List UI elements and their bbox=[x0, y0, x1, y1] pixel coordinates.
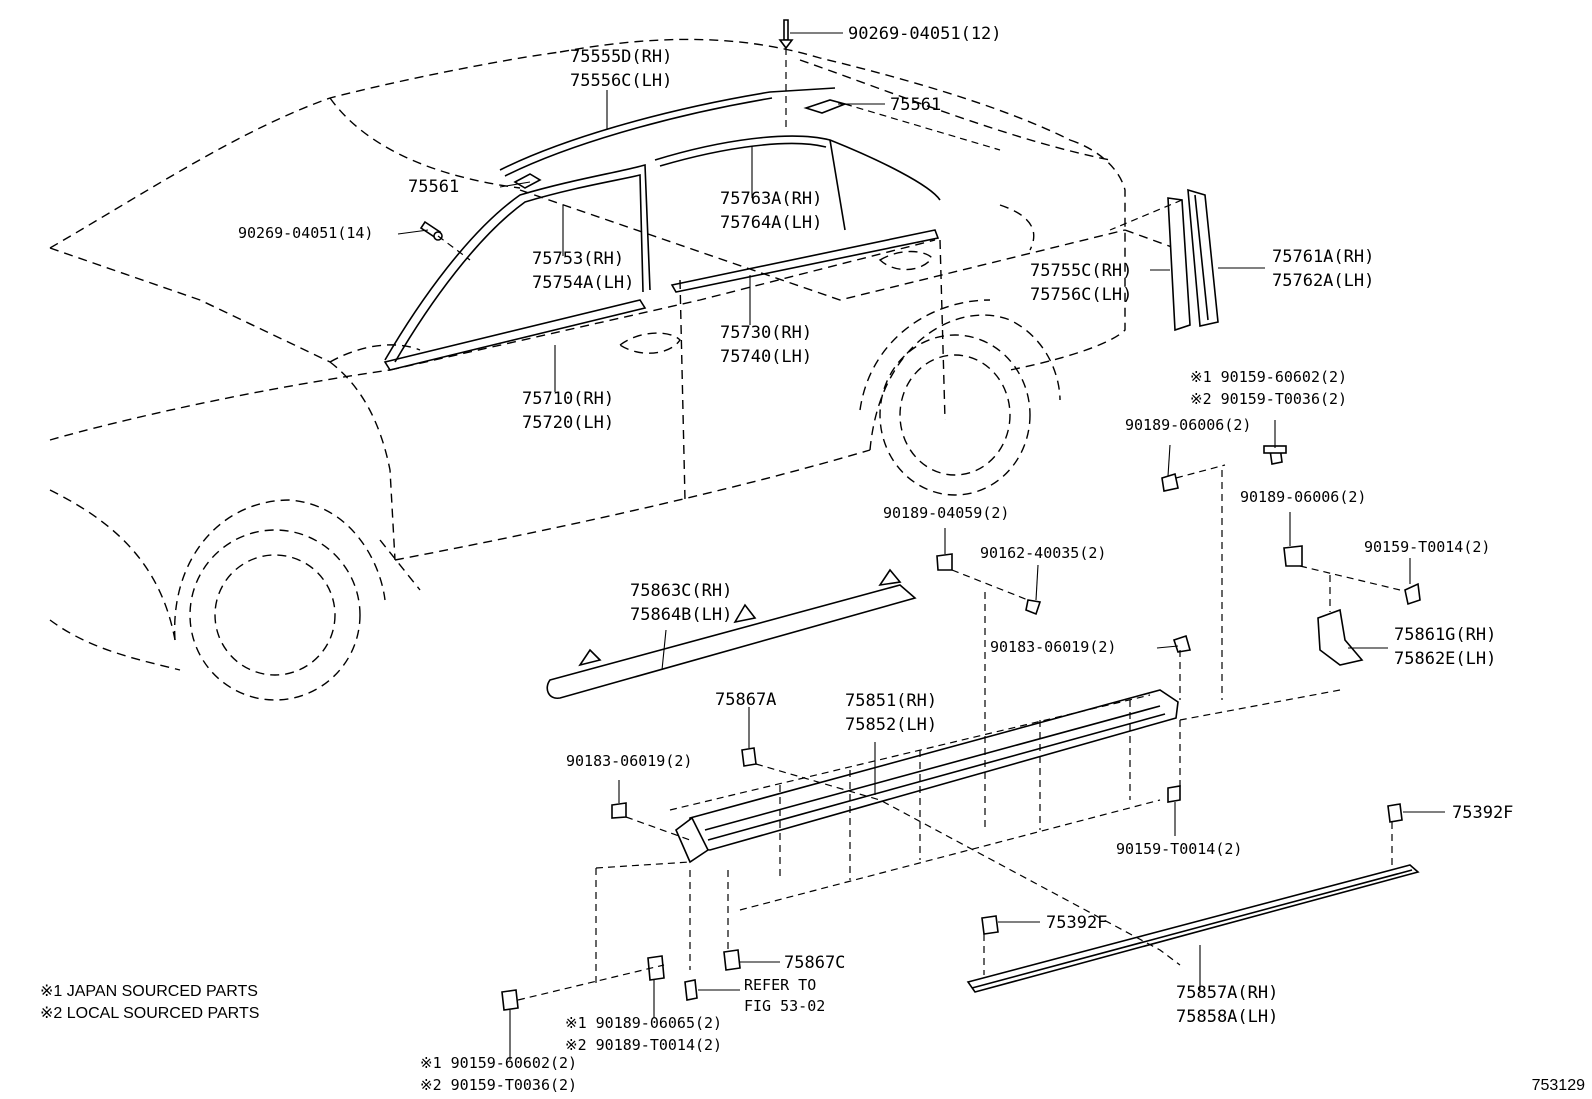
callout-fig-53-02: FIG 53-02 bbox=[744, 997, 825, 1015]
callout-75561-upper: 75561 bbox=[890, 95, 941, 115]
callout-90189-04059: 90189-04059(2) bbox=[883, 504, 1009, 522]
part-clip-75561-upper bbox=[803, 99, 848, 114]
callout-75763A-rh: 75763A(RH) bbox=[720, 189, 822, 209]
guide-lines bbox=[437, 48, 1401, 1001]
part-lower-molding-75857A bbox=[966, 864, 1420, 993]
callout-90159-T0036-rh-side: ※2 90159-T0036(2) bbox=[1190, 390, 1347, 408]
legend-notes: ※1 JAPAN SOURCED PARTS ※2 LOCAL SOURCED … bbox=[40, 983, 259, 1022]
callout-90159-T0036-lh-side: ※2 90159-T0036(2) bbox=[420, 1076, 577, 1094]
part-rocker-reinforcement-75863C bbox=[546, 568, 917, 699]
leader-lines bbox=[397, 32, 1445, 1060]
callout-75754A-lh: 75754A(LH) bbox=[532, 273, 634, 293]
callout-75764A-lh: 75764A(LH) bbox=[720, 213, 822, 233]
callout-75561-lower: 75561 bbox=[408, 177, 459, 197]
callout-90159-60602-lh-side: ※1 90159-60602(2) bbox=[420, 1054, 577, 1072]
callout-75392F-upper: 75392F bbox=[1452, 803, 1513, 823]
car-body-outline bbox=[49, 38, 1181, 701]
callout-75861G-rh: 75861G(RH) bbox=[1394, 625, 1496, 645]
callout-90189-06006-upper: 90189-06006(2) bbox=[1125, 416, 1251, 434]
note-japan-sourced: ※1 JAPAN SOURCED PARTS bbox=[40, 983, 258, 1000]
callout-75710-rh: 75710(RH) bbox=[522, 389, 614, 409]
callout-refer-to: REFER TO bbox=[744, 976, 816, 994]
callout-90183-06019-lower: 90183-06019(2) bbox=[566, 752, 692, 770]
callout-75857A-rh: 75857A(RH) bbox=[1176, 983, 1278, 1003]
part-bracket-75861G bbox=[1317, 608, 1364, 666]
callout-75852-lh: 75852(LH) bbox=[845, 715, 937, 735]
callout-90159-T0014-lower: 90159-T0014(2) bbox=[1116, 840, 1242, 858]
callout-75555D-rh: 75555D(RH) bbox=[570, 47, 672, 67]
callout-75858A-lh: 75858A(LH) bbox=[1176, 1007, 1278, 1027]
part-rocker-panel-75851 bbox=[675, 689, 1179, 864]
callout-75720-lh: 75720(LH) bbox=[522, 413, 614, 433]
callout-75862E-lh: 75862E(LH) bbox=[1394, 649, 1496, 669]
part-clip-75561-lower bbox=[513, 173, 542, 189]
callout-75756C-lh: 75756C(LH) bbox=[1030, 285, 1132, 305]
callout-75755C-rh: 75755C(RH) bbox=[1030, 261, 1132, 281]
note-local-sourced: ※2 LOCAL SOURCED PARTS bbox=[40, 1005, 259, 1022]
callout-90189-T0014: ※2 90189-T0014(2) bbox=[565, 1036, 722, 1054]
figure-id: 753129 bbox=[1532, 1077, 1585, 1094]
callout-90269-04051-12: 90269-04051(12) bbox=[848, 24, 1002, 44]
callout-75753-rh: 75753(RH) bbox=[532, 249, 624, 269]
callout-75730-rh: 75730(RH) bbox=[720, 323, 812, 343]
callout-90159-60602-rh-side: ※1 90159-60602(2) bbox=[1190, 368, 1347, 386]
callout-90189-06065: ※1 90189-06065(2) bbox=[565, 1014, 722, 1032]
callout-75740-lh: 75740(LH) bbox=[720, 347, 812, 367]
callout-75392F-lower: 75392F bbox=[1046, 913, 1107, 933]
callout-90159-T0014-upper: 90159-T0014(2) bbox=[1364, 538, 1490, 556]
callout-75851-rh: 75851(RH) bbox=[845, 691, 937, 711]
callout-75863C-rh: 75863C(RH) bbox=[630, 581, 732, 601]
part-screw-90269-upper bbox=[778, 19, 794, 50]
callout-90162-40035: 90162-40035(2) bbox=[980, 544, 1106, 562]
callout-75867C: 75867C bbox=[784, 953, 845, 973]
callout-90183-06019-upper: 90183-06019(2) bbox=[990, 638, 1116, 656]
part-small-fasteners bbox=[501, 445, 1421, 1011]
callout-75556C-lh: 75556C(LH) bbox=[570, 71, 672, 91]
callout-labels: 90269-04051(12) 75555D(RH) 75556C(LH) 75… bbox=[238, 24, 1513, 1094]
part-pillar-garnish-75761A bbox=[1167, 188, 1219, 332]
callout-75761A-rh: 75761A(RH) bbox=[1272, 247, 1374, 267]
callout-90269-04051-14: 90269-04051(14) bbox=[238, 224, 373, 242]
callout-75864B-lh: 75864B(LH) bbox=[630, 605, 732, 625]
window-moldings bbox=[383, 87, 941, 371]
callout-90189-06006-lower: 90189-06006(2) bbox=[1240, 488, 1366, 506]
callout-75867A: 75867A bbox=[715, 690, 776, 710]
callout-75762A-lh: 75762A(LH) bbox=[1272, 271, 1374, 291]
